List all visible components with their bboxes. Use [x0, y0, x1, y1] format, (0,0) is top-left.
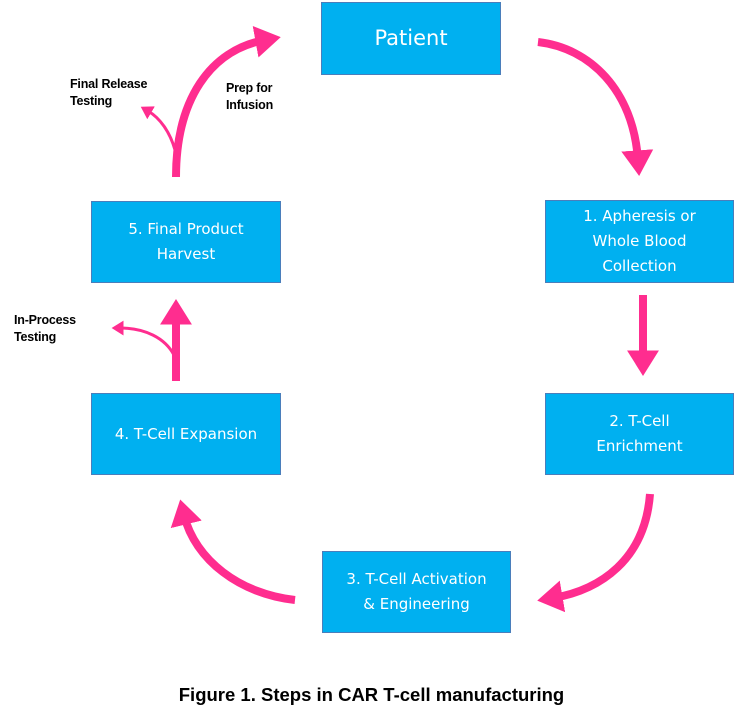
- node-step4-label: 4. T-Cell Expansion: [114, 424, 258, 443]
- arrow-final-release-testing: [140, 106, 177, 151]
- node-step5-harvest: 5. Final Product Harvest: [91, 201, 281, 283]
- node-step1-apheresis: 1. Apheresis or Whole Blood Collection: [545, 200, 734, 283]
- arrow-inprocess-testing: [111, 320, 176, 356]
- node-step1-label: 1. Apheresis or Whole Blood Collection: [583, 207, 696, 275]
- arrow-step5-to-patient: [172, 25, 281, 178]
- node-step4-expansion: 4. T-Cell Expansion: [91, 393, 281, 475]
- arrow-step3-to-step4: [170, 499, 296, 604]
- label-final-release-testing: Final Release Testing: [70, 77, 148, 108]
- node-step3-activation: 3. T-Cell Activation & Engineering: [322, 551, 511, 633]
- node-patient-label: Patient: [374, 26, 448, 50]
- arrow-step2-to-step3: [537, 493, 654, 613]
- label-in-process-testing: In-Process Testing: [14, 313, 76, 344]
- label-prep-for-infusion: Prep for Infusion: [226, 81, 274, 112]
- node-step5-label: 5. Final Product Harvest: [128, 220, 244, 263]
- node-patient: Patient: [321, 2, 501, 75]
- arrow-patient-to-step1: [537, 38, 654, 176]
- node-step3-label: 3. T-Cell Activation & Engineering: [346, 570, 487, 613]
- figure-caption: Figure 1. Steps in CAR T-cell manufactur…: [178, 684, 565, 705]
- node-step2-enrichment: 2. T-Cell Enrichment: [545, 393, 734, 475]
- node-step2-label: 2. T-Cell Enrichment: [596, 412, 683, 455]
